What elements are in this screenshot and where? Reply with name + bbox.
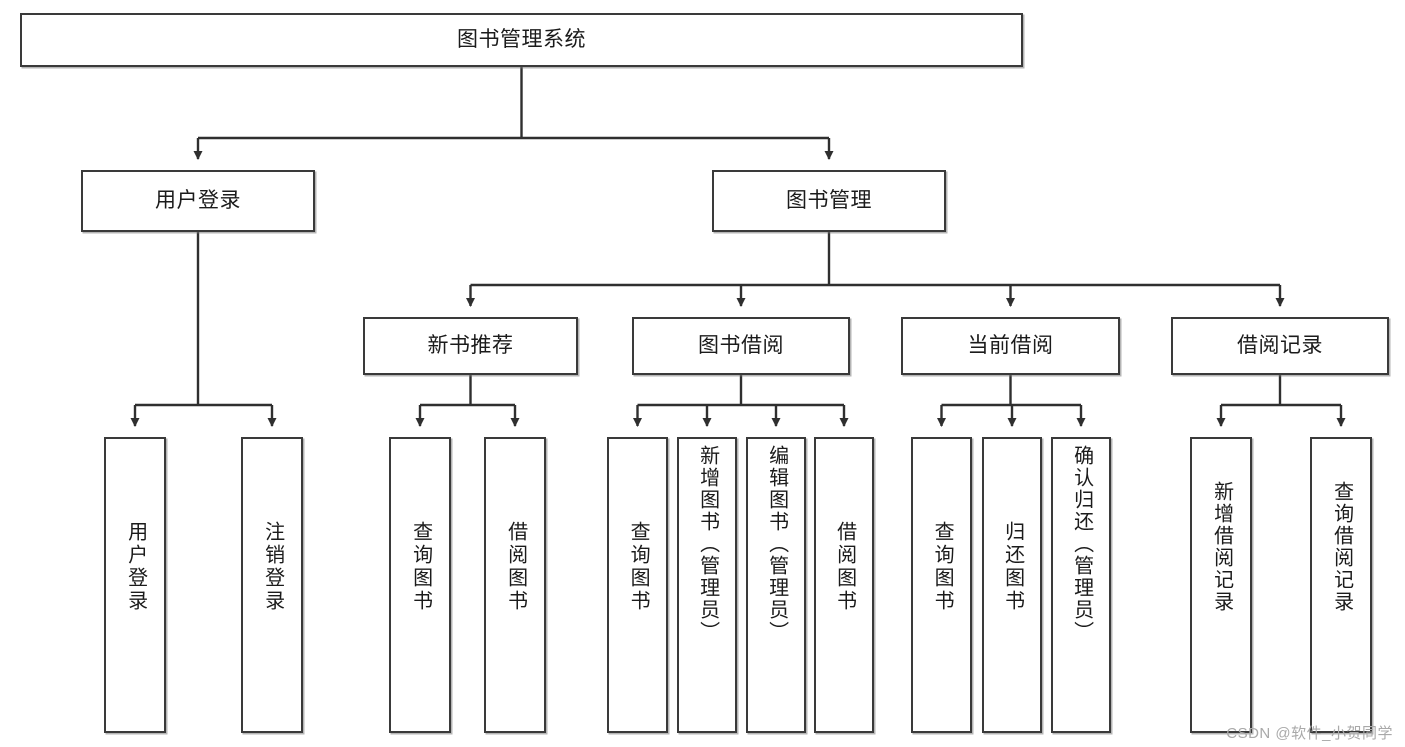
node-new-book-recommend[interactable]: 新书推荐 <box>363 317 578 375</box>
leaf-confirm-return[interactable]: 确认归还（管理员） <box>1051 437 1111 733</box>
leaf-logout[interactable]: 注销登录 <box>241 437 303 733</box>
node-borrow-record-label: 借阅记录 <box>1237 334 1323 358</box>
leaf-borrow-add-book-label: 新增图书（管理员） <box>696 445 719 643</box>
node-root[interactable]: 图书管理系统 <box>20 13 1023 67</box>
node-book-manage[interactable]: 图书管理 <box>712 170 946 232</box>
leaf-borrow-add-book[interactable]: 新增图书（管理员） <box>677 437 737 733</box>
node-user-login-label: 用户登录 <box>155 189 241 213</box>
leaf-add-borrow-record-label: 新增借阅记录 <box>1210 481 1233 613</box>
node-user-login[interactable]: 用户登录 <box>81 170 315 232</box>
node-current-borrow[interactable]: 当前借阅 <box>901 317 1120 375</box>
leaf-borrow-book-label: 借阅图书 <box>833 521 856 613</box>
leaf-new-book-borrow-label: 借阅图书 <box>504 521 527 613</box>
leaf-user-login[interactable]: 用户登录 <box>104 437 166 733</box>
node-new-book-recommend-label: 新书推荐 <box>427 334 514 358</box>
leaf-user-login-label: 用户登录 <box>124 521 147 613</box>
node-borrow-record[interactable]: 借阅记录 <box>1171 317 1389 375</box>
leaf-return-book-label: 归还图书 <box>1001 521 1024 613</box>
leaf-borrow-query-book[interactable]: 查询图书 <box>607 437 668 733</box>
leaf-return-book[interactable]: 归还图书 <box>982 437 1042 733</box>
leaf-borrow-query-book-label: 查询图书 <box>627 521 650 613</box>
leaf-current-query-book[interactable]: 查询图书 <box>911 437 972 733</box>
leaf-query-borrow-record-label: 查询借阅记录 <box>1330 481 1353 613</box>
leaf-borrow-edit-book[interactable]: 编辑图书（管理员） <box>746 437 806 733</box>
leaf-current-query-book-label: 查询图书 <box>931 521 954 613</box>
leaf-confirm-return-label: 确认归还（管理员） <box>1070 445 1093 643</box>
node-root-label: 图书管理系统 <box>457 28 586 52</box>
leaf-new-book-borrow[interactable]: 借阅图书 <box>484 437 546 733</box>
leaf-borrow-edit-book-label: 编辑图书（管理员） <box>765 445 788 643</box>
leaf-new-book-query[interactable]: 查询图书 <box>389 437 451 733</box>
node-book-borrow[interactable]: 图书借阅 <box>632 317 850 375</box>
leaf-add-borrow-record[interactable]: 新增借阅记录 <box>1190 437 1252 733</box>
leaf-new-book-query-label: 查询图书 <box>409 521 432 613</box>
leaf-borrow-book[interactable]: 借阅图书 <box>814 437 874 733</box>
leaf-query-borrow-record[interactable]: 查询借阅记录 <box>1310 437 1372 733</box>
leaf-logout-label: 注销登录 <box>261 521 284 613</box>
node-book-manage-label: 图书管理 <box>786 189 872 213</box>
node-book-borrow-label: 图书借阅 <box>698 334 784 358</box>
watermark: CSDN @软件_小贺同学 <box>1226 725 1393 742</box>
node-current-borrow-label: 当前借阅 <box>967 334 1054 358</box>
